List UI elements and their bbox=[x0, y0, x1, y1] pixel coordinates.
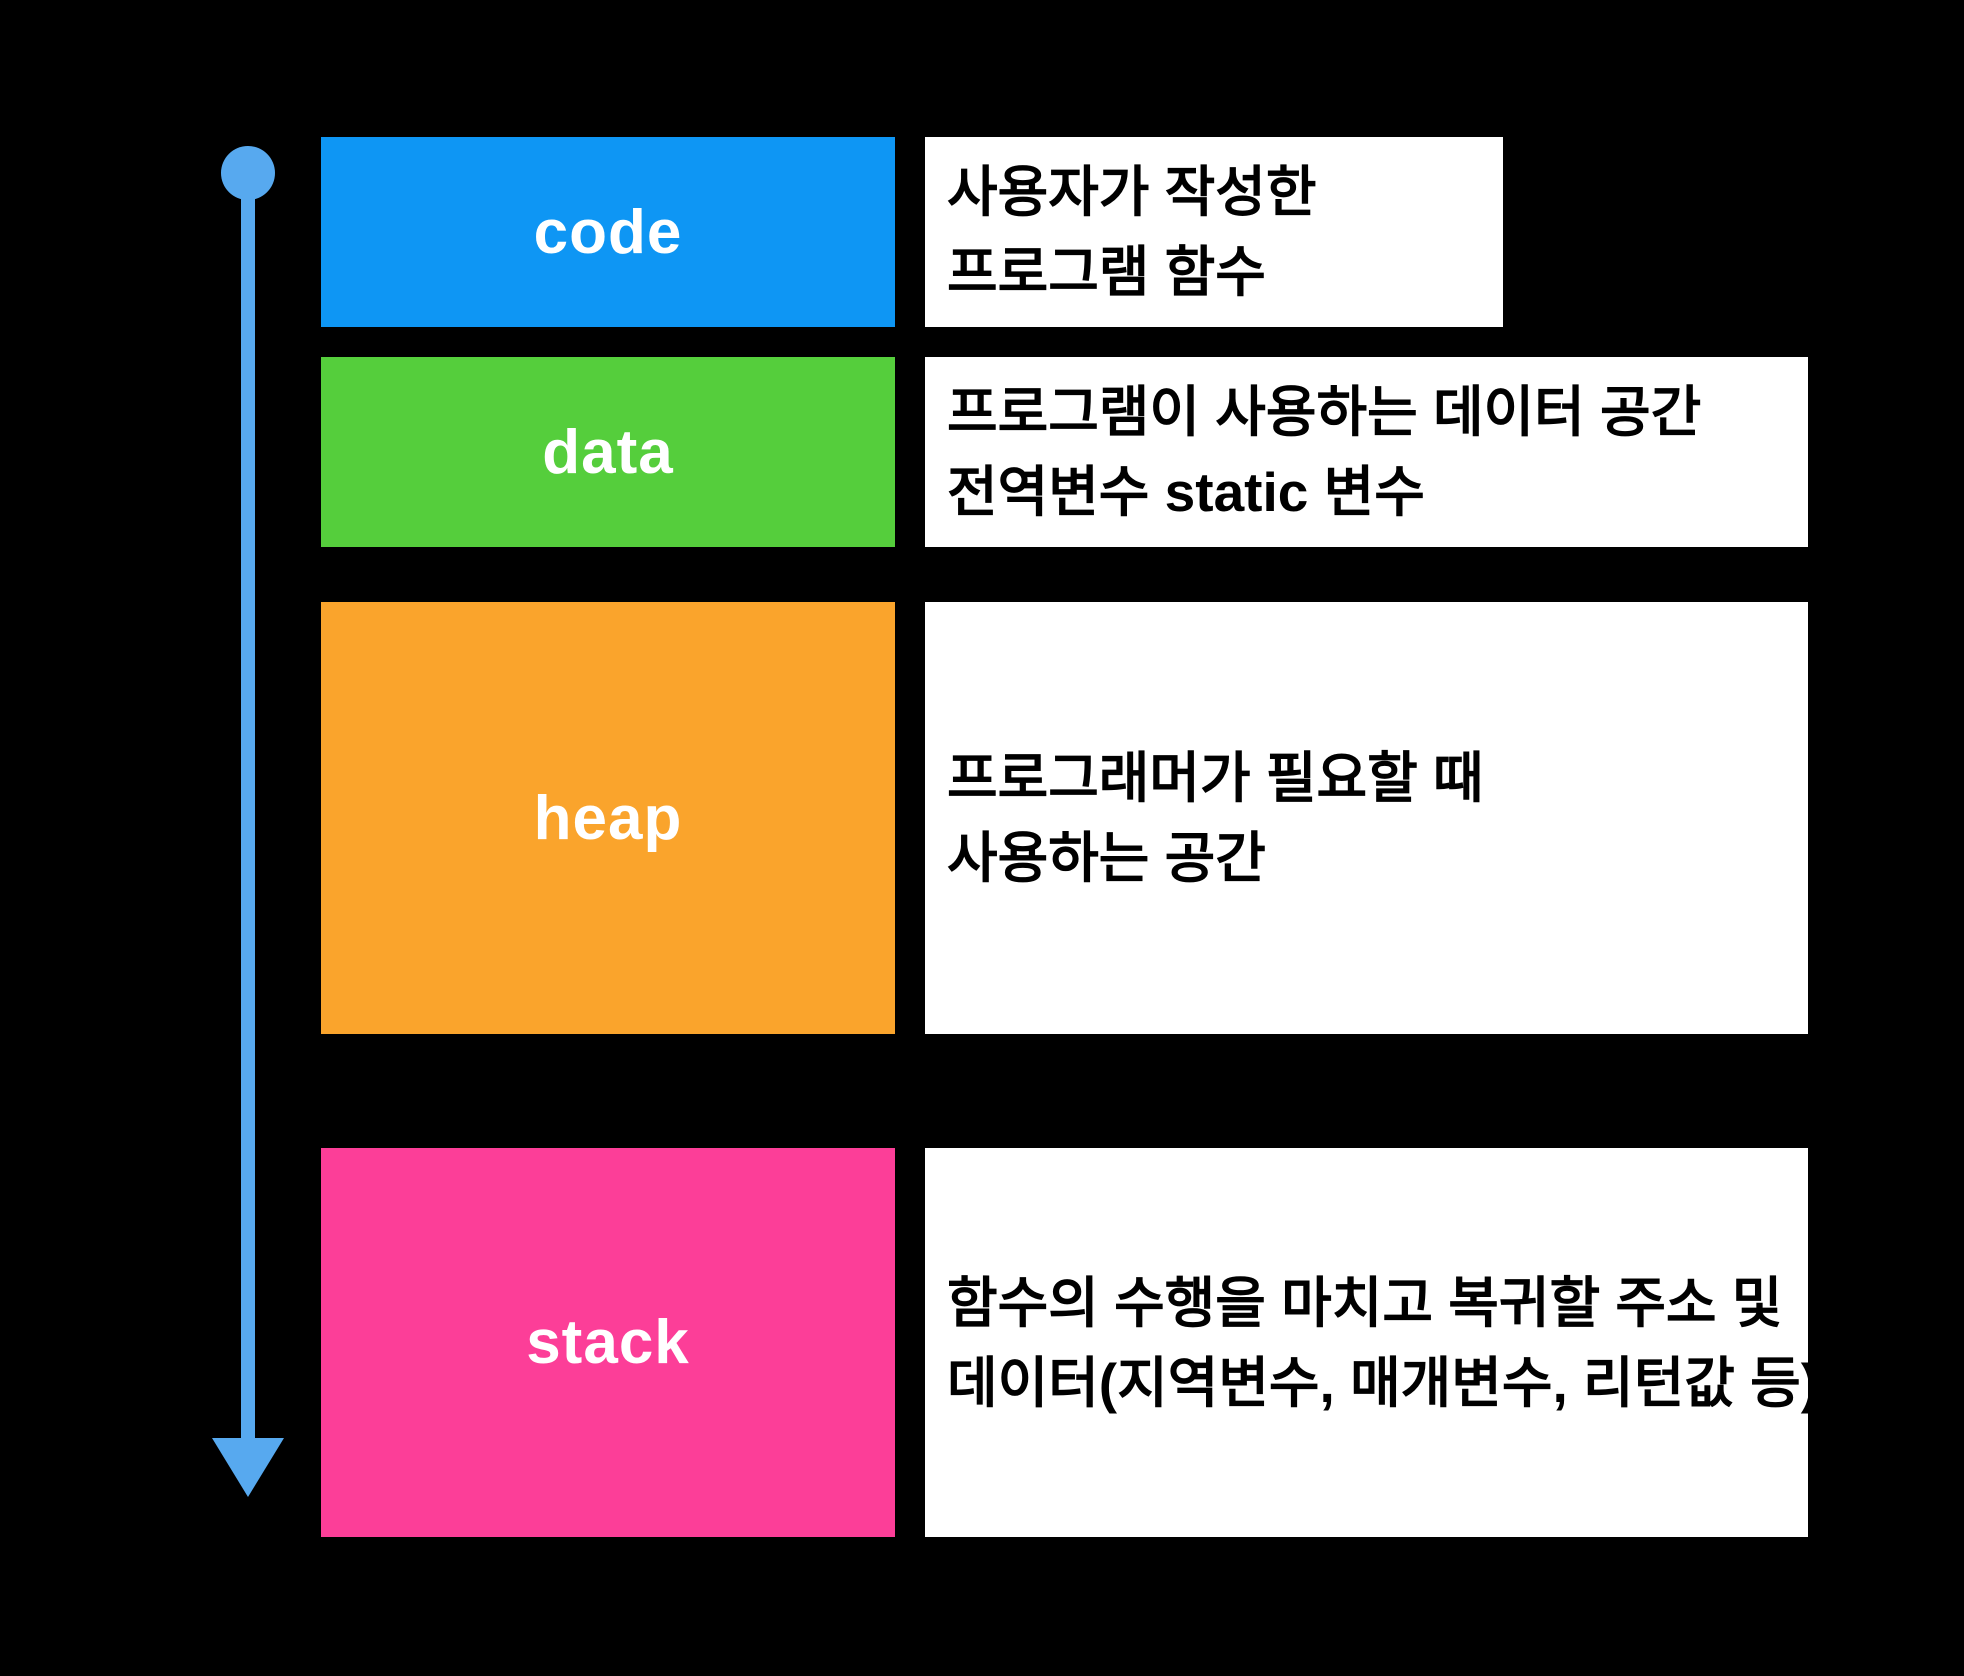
code-segment-description: 사용자가 작성한 프로그램 함수 bbox=[925, 137, 1503, 327]
stack-segment-description: 함수의 수행을 마치고 복귀할 주소 및 데이터(지역변수, 매개변수, 리턴값… bbox=[925, 1148, 1820, 1537]
down-arrow-icon bbox=[212, 146, 284, 1497]
description-line: 데이터(지역변수, 매개변수, 리턴값 등) bbox=[947, 1351, 1820, 1414]
description-line: 사용자가 작성한 bbox=[947, 161, 1317, 223]
description-line: 함수의 수행을 마치고 복귀할 주소 및 bbox=[947, 1271, 1783, 1334]
description-line: 프로그램이 사용하는 데이터 공간 bbox=[947, 381, 1702, 443]
data-segment-description: 프로그램이 사용하는 데이터 공간 전역변수 static 변수 bbox=[925, 357, 1808, 547]
description-line: 전역변수 static 변수 bbox=[947, 461, 1425, 523]
code-segment-block: code bbox=[321, 137, 895, 327]
heap-segment-block: heap bbox=[321, 602, 895, 1034]
arrow-head bbox=[212, 1438, 284, 1497]
arrow-shaft bbox=[241, 173, 255, 1445]
description-line: 프로그래머가 필요할 때 bbox=[947, 747, 1484, 809]
description-line: 프로그램 함수 bbox=[947, 241, 1266, 303]
stack-segment-block: stack bbox=[321, 1148, 895, 1537]
heap-segment-label: heap bbox=[533, 783, 683, 853]
stack-segment-label: stack bbox=[526, 1308, 690, 1377]
data-segment-block: data bbox=[321, 357, 895, 547]
heap-segment-description: 프로그래머가 필요할 때 사용하는 공간 bbox=[925, 602, 1808, 1034]
description-line: 사용하는 공간 bbox=[947, 827, 1266, 889]
code-segment-label: code bbox=[533, 197, 683, 267]
data-segment-label: data bbox=[542, 417, 674, 487]
